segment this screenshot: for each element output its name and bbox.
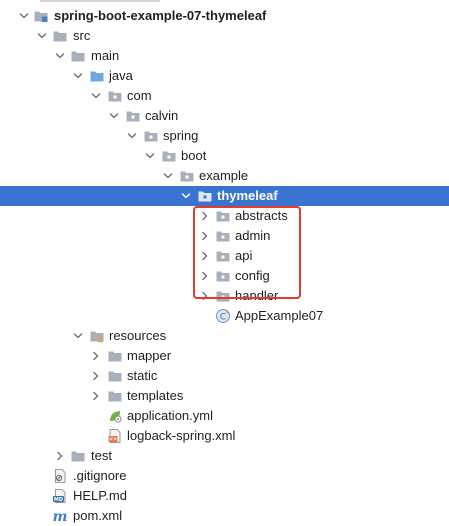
folder-icon [107,388,123,404]
project-name: spring-boot-example-07-thymeleaf [54,8,267,23]
chevron-down-icon[interactable] [162,166,174,186]
spring-config-icon [107,408,123,424]
chevron-down-icon[interactable] [18,6,30,26]
chevron-down-icon[interactable] [72,326,84,346]
chevron-down-icon[interactable] [144,146,156,166]
file-label: application.yml [127,408,213,423]
tree-row-logback-xml[interactable]: <> logback-spring.xml [0,426,449,446]
tree-row-thymeleaf[interactable]: thymeleaf [0,186,449,206]
package-label: com [127,88,152,103]
folder-label: src [73,28,91,43]
folder-label: main [91,48,120,63]
tree-row-pom-xml[interactable]: m pom.xml [0,506,449,526]
package-icon [107,88,123,104]
package-icon [197,188,213,204]
package-label: calvin [145,108,179,123]
chevron-down-icon[interactable] [72,66,84,86]
tree-row-main[interactable]: main [0,46,449,66]
tree-row-java[interactable]: java [0,66,449,86]
chevron-down-icon[interactable] [180,186,192,206]
markdown-file-icon: MD [52,488,68,504]
tree-row-example[interactable]: example [0,166,449,186]
chevron-right-icon[interactable] [54,446,66,466]
class-label: AppExample07 [235,308,324,323]
chevron-down-icon[interactable] [126,126,138,146]
resources-folder-icon [89,328,105,344]
file-label: HELP.md [73,488,127,503]
svg-text:MD: MD [54,497,63,503]
xml-file-icon: <> [107,428,123,444]
tree-row-boot[interactable]: boot [0,146,449,166]
module-folder-icon [33,8,49,24]
package-label: boot [181,148,207,163]
tree-row-mapper[interactable]: mapper [0,346,449,366]
package-label: abstracts [235,208,288,223]
tree-row-cut-top [0,0,449,4]
folder-icon [52,28,68,44]
folder-icon [107,348,123,364]
folder-label: static [127,368,158,383]
package-label: thymeleaf [217,188,278,203]
package-label: spring [163,128,199,143]
tree-row-resources[interactable]: resources [0,326,449,346]
folder-label: test [91,448,112,463]
package-label: config [235,268,270,283]
chevron-down-icon[interactable] [54,46,66,66]
svg-text:C: C [220,313,226,323]
tree-row-config[interactable]: config [0,266,449,286]
tree-row-help-md[interactable]: MD HELP.md [0,486,449,506]
tree-row-project[interactable]: spring-boot-example-07-thymeleaf [0,6,449,26]
maven-icon: m [52,508,68,524]
file-label: logback-spring.xml [127,428,236,443]
chevron-right-icon[interactable] [90,386,102,406]
source-folder-icon [89,68,105,84]
tree-row-test[interactable]: test [0,446,449,466]
folder-label: templates [127,388,184,403]
tree-row-spring[interactable]: spring [0,126,449,146]
chevron-down-icon[interactable] [36,26,48,46]
file-label: .gitignore [73,468,127,483]
tree-row-application-yml[interactable]: application.yml [0,406,449,426]
folder-label: java [109,68,133,83]
package-label: api [235,248,253,263]
folder-icon [70,48,86,64]
folder-label: resources [109,328,167,343]
package-icon [125,108,141,124]
tree-row-handler[interactable]: handler [0,286,449,306]
package-label: example [199,168,249,183]
tree-row-abstracts[interactable]: abstracts [0,206,449,226]
package-label: admin [235,228,271,243]
tree-row-com[interactable]: com [0,86,449,106]
package-icon [143,128,159,144]
highlight-box [193,206,301,299]
folder-icon [70,448,86,464]
gitignore-file-icon [52,468,68,484]
tree-row-gitignore[interactable]: .gitignore [0,466,449,486]
svg-text:m: m [53,509,68,524]
package-label: handler [235,288,279,303]
svg-text:<>: <> [109,437,117,443]
tree-row-static[interactable]: static [0,366,449,386]
chevron-right-icon[interactable] [90,366,102,386]
tree-row-src[interactable]: src [0,26,449,46]
tree-row-templates[interactable]: templates [0,386,449,406]
folder-label: mapper [127,348,172,363]
tree-row-api[interactable]: api [0,246,449,266]
chevron-down-icon[interactable] [108,106,120,126]
package-icon [161,148,177,164]
chevron-right-icon[interactable] [90,346,102,366]
spring-class-icon: C [215,308,231,324]
file-label: pom.xml [73,508,123,523]
chevron-down-icon[interactable] [90,86,102,106]
tree-row-calvin[interactable]: calvin [0,106,449,126]
package-icon [179,168,195,184]
folder-icon [107,368,123,384]
tree-row-app-class[interactable]: C AppExample07 [0,306,449,326]
tree-row-admin[interactable]: admin [0,226,449,246]
